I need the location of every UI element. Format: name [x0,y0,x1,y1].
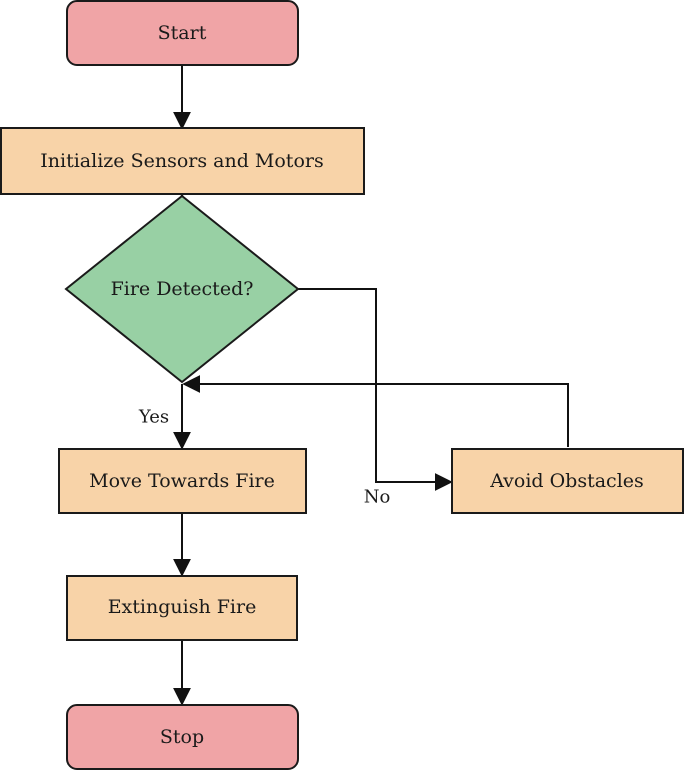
decision-node: Fire Detected? [64,194,300,384]
start-node: Start [66,0,299,66]
initialize-label: Initialize Sensors and Motors [40,150,323,172]
avoid-label: Avoid Obstacles [489,470,644,492]
edge-avoid-to-decision [182,375,569,447]
avoid-node: Avoid Obstacles [451,448,684,514]
extinguish-label: Extinguish Fire [108,596,257,618]
stop-node: Stop [66,704,299,770]
start-label: Start [158,22,207,44]
stop-label: Stop [160,726,204,748]
yes-label: Yes [138,407,169,428]
decision-label: Fire Detected? [111,278,254,300]
initialize-node: Initialize Sensors and Motors [0,127,365,195]
extinguish-node: Extinguish Fire [66,575,298,641]
move-node: Move Towards Fire [58,448,307,514]
no-label: No [364,487,391,508]
move-label: Move Towards Fire [89,470,275,492]
edge-decision-to-avoid [298,288,453,491]
